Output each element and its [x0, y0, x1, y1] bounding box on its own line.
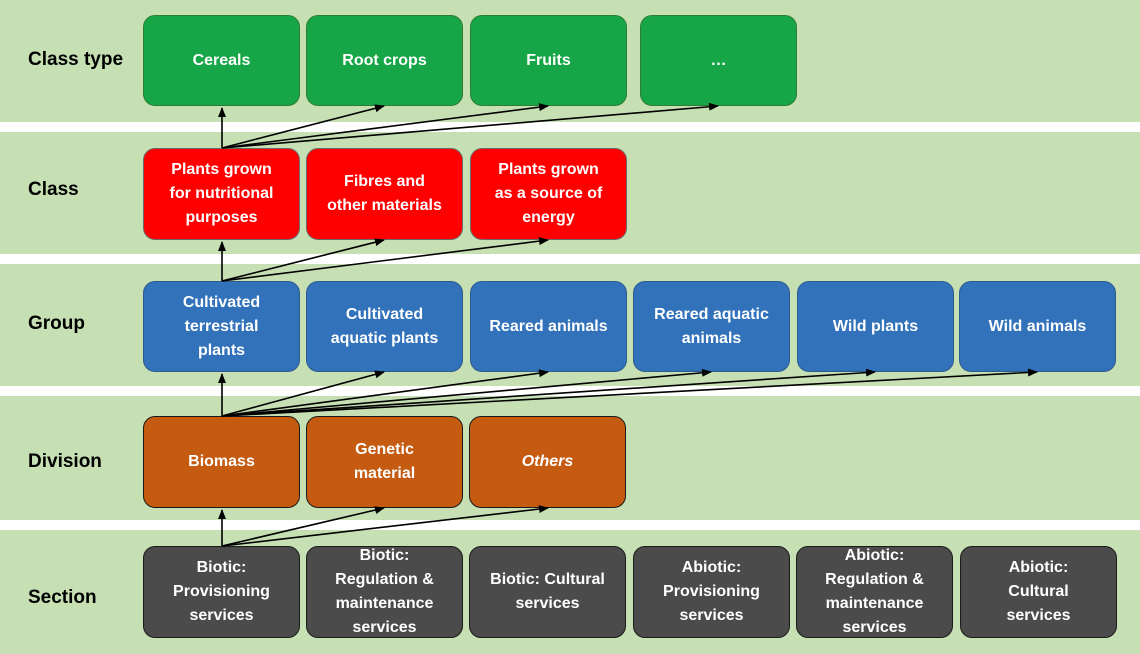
box-label: Others [521, 453, 574, 470]
box-label: Abiotic: Regulation & maintenance servic… [825, 547, 924, 636]
class-box-energy: Plants grown as a source of energy [470, 148, 627, 240]
group-box-cultivated-aquatic: Cultivated aquatic plants [306, 281, 463, 372]
group-box-cultivated-terrestrial: Cultivated terrestrial plants [143, 281, 300, 372]
box-label: … [710, 51, 727, 69]
division-box-others: Others [469, 416, 626, 508]
box-label: Plants grown as a source of energy [494, 161, 603, 226]
box-label: Reared animals [489, 317, 608, 335]
group-box-reared-animals: Reared animals [470, 281, 627, 372]
box-label: Biotic: Cultural services [490, 571, 605, 612]
box-label: Abiotic: Cultural services [1006, 559, 1071, 624]
section-box-abiotic-provisioning: Abiotic: Provisioning services [633, 546, 790, 638]
section-box-abiotic-regulation: Abiotic: Regulation & maintenance servic… [796, 546, 953, 638]
class-box-fibres: Fibres and other materials [306, 148, 463, 240]
box-label: Cultivated aquatic plants [330, 305, 439, 347]
box-label: Biotic: Provisioning services [173, 559, 270, 624]
division-box-biomass: Biomass [143, 416, 300, 508]
box-label: Reared aquatic animals [654, 305, 769, 347]
class-box-nutritional: Plants grown for nutritional purposes [143, 148, 300, 240]
group-box-wild-animals: Wild animals [959, 281, 1116, 372]
box-label: Wild plants [832, 317, 919, 335]
level-label-group: Group [28, 313, 85, 334]
class-type-box-cereals: Cereals [143, 15, 300, 106]
section-box-abiotic-cultural: Abiotic: Cultural services [960, 546, 1117, 638]
section-box-biotic-cultural: Biotic: Cultural services [469, 546, 626, 638]
box-label: Genetic material [353, 441, 416, 482]
level-label-class: Class [28, 179, 79, 200]
box-label: Abiotic: Provisioning services [663, 559, 760, 624]
group-box-reared-aquatic: Reared aquatic animals [633, 281, 790, 372]
level-label-section: Section [28, 587, 97, 608]
box-label: Cereals [192, 51, 251, 69]
box-label: Fibres and other materials [327, 173, 442, 214]
box-label: Biomass [188, 453, 255, 470]
class-type-box-more: … [640, 15, 797, 106]
box-label: Root crops [342, 51, 427, 69]
box-label: Biotic: Regulation & maintenance service… [335, 547, 434, 636]
box-label: Plants grown for nutritional purposes [169, 161, 274, 226]
class-type-box-fruits: Fruits [470, 15, 627, 106]
box-label: Cultivated terrestrial plants [182, 293, 261, 359]
section-box-biotic-regulation: Biotic: Regulation & maintenance service… [306, 546, 463, 638]
level-label-class-type: Class type [28, 49, 124, 70]
class-type-box-root-crops: Root crops [306, 15, 463, 106]
level-label-division: Division [28, 451, 102, 472]
box-label: Wild animals [988, 317, 1087, 335]
section-box-biotic-provisioning: Biotic: Provisioning services [143, 546, 300, 638]
group-box-wild-plants: Wild plants [797, 281, 954, 372]
box-label: Fruits [526, 51, 571, 69]
division-box-genetic-material: Genetic material [306, 416, 463, 508]
